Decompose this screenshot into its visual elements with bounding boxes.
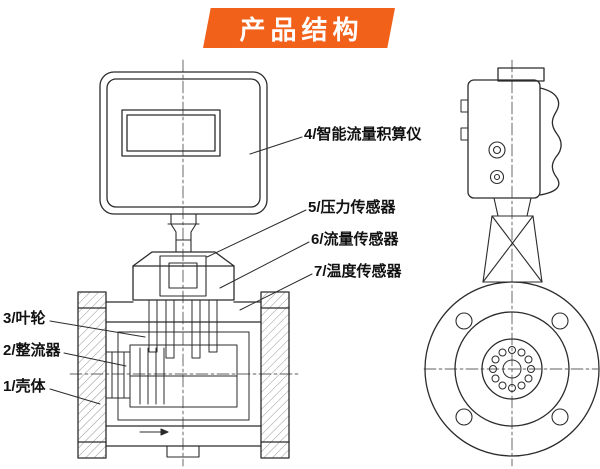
- leader-flow-sensor: [219, 241, 310, 289]
- title-banner: 产品结构: [203, 8, 395, 48]
- lcd-screen: [121, 109, 221, 157]
- callout-impeller: 3/叶轮: [3, 310, 46, 327]
- turbine-cartridge: [105, 331, 250, 436]
- callout-flow-sensor: 6/流量传感器: [311, 231, 399, 248]
- flange-face: [424, 281, 600, 457]
- sensor-stems: [148, 299, 218, 359]
- callout-straightener: 2/整流器: [3, 342, 61, 359]
- pipe-flange-right: [260, 291, 290, 459]
- display-head: [99, 71, 268, 215]
- leader-housing: [49, 388, 101, 405]
- leader-impeller: [49, 320, 146, 338]
- side-view: [424, 67, 600, 457]
- leader-temperature-sensor: [239, 273, 313, 311]
- cable-glands: [488, 141, 506, 185]
- grip-handle: [539, 87, 562, 196]
- flow-direction-arrow: [139, 428, 169, 436]
- leader-straightener: [63, 352, 127, 367]
- meter-body: [132, 251, 235, 301]
- leader-pressure-sensor: [206, 209, 307, 258]
- neck-stem: [167, 213, 200, 253]
- callout-pressure-sensor: 5/压力传感器: [308, 199, 396, 216]
- pipe-flange-left: [77, 291, 107, 459]
- impeller-blades: [139, 347, 165, 405]
- flow-straightener-vanes: [105, 351, 131, 399]
- callout-housing: 1/壳体: [3, 378, 46, 395]
- bolt-holes: [455, 312, 569, 426]
- turbine-wheel: [489, 346, 535, 392]
- callout-totalizer: 4/智能流量积算仪: [304, 126, 422, 143]
- side-head: [460, 67, 562, 199]
- leader-lines: [49, 136, 313, 405]
- callout-temperature-sensor: 7/温度传感器: [314, 263, 402, 280]
- page-title: 产品结构: [239, 14, 364, 45]
- leader-totalizer: [249, 136, 303, 155]
- pipe-housing: [105, 301, 262, 458]
- side-clamp: [482, 197, 543, 283]
- front-view: [77, 71, 290, 459]
